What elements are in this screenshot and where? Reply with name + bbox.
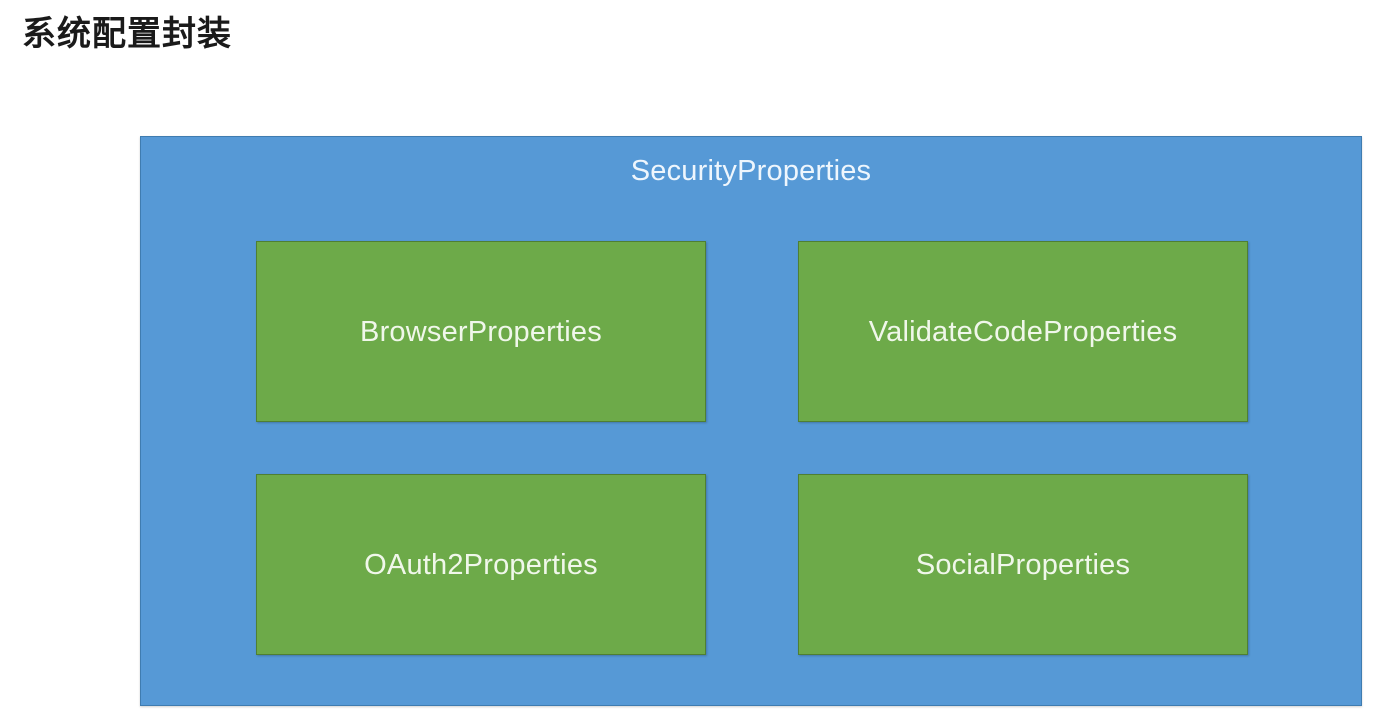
validate-code-properties-box: ValidateCodeProperties bbox=[798, 241, 1248, 422]
security-properties-container: SecurityProperties BrowserProperties Val… bbox=[140, 136, 1362, 706]
browser-properties-label: BrowserProperties bbox=[360, 315, 602, 348]
page-title: 系统配置封装 bbox=[22, 14, 232, 54]
validate-code-properties-label: ValidateCodeProperties bbox=[868, 315, 1178, 348]
oauth2-properties-box: OAuth2Properties bbox=[256, 474, 706, 655]
browser-properties-box: BrowserProperties bbox=[256, 241, 706, 422]
oauth2-properties-label: OAuth2Properties bbox=[364, 548, 598, 581]
social-properties-box: SocialProperties bbox=[798, 474, 1248, 655]
security-properties-label: SecurityProperties bbox=[630, 155, 872, 187]
social-properties-label: SocialProperties bbox=[915, 548, 1131, 581]
